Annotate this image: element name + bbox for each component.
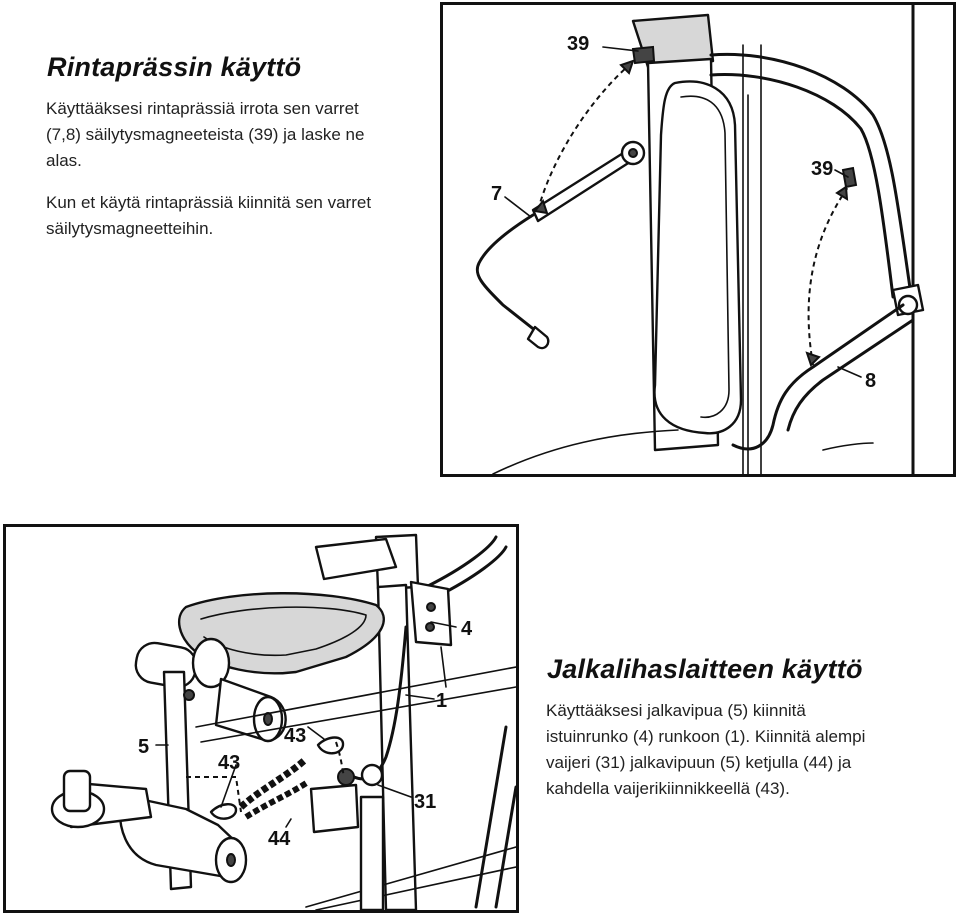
instruction-line: kahdella vaijerikiinnikkeellä (43).: [546, 779, 790, 798]
leg-lever-illustration: 4 1 43 5 43 31 44: [50, 533, 516, 910]
callout-8: 8: [865, 370, 876, 392]
callout-7: 7: [491, 183, 502, 205]
callout-43-left: 43: [218, 752, 240, 774]
left-arm-7: [531, 148, 635, 223]
instruction-line: (7,8) säilytysmagneeteista (39) ja laske…: [46, 125, 365, 144]
cable-clip-43: [209, 803, 238, 820]
callout-39-top: 39: [567, 33, 589, 55]
leg-developer-title: Jalkalihaslaitteen käyttö: [547, 654, 863, 684]
backrest-pad: [653, 80, 743, 435]
chest-press-figure: 39 7 39 8: [440, 2, 956, 477]
callout-39-right: 39: [811, 158, 833, 180]
chest-press-title: Rintaprässin käyttö: [47, 52, 302, 82]
chest-press-storage-note: Kun et käytä rintaprässiä kiinnitä sen v…: [46, 190, 426, 242]
magnet-top: [631, 45, 656, 65]
seat-pad: [177, 592, 385, 675]
callout-43-right: 43: [284, 725, 306, 747]
instruction-line: Kun et käytä rintaprässiä kiinnitä sen v…: [46, 193, 372, 212]
callout-44: 44: [268, 828, 291, 850]
instruction-line: alas.: [46, 151, 82, 170]
instruction-line: vaijeri (31) jalkavipuun (5) ketjulla (4…: [546, 753, 852, 772]
leg-lever-figure: 4 1 43 5 43 31 44: [3, 524, 519, 913]
callout-4: 4: [461, 618, 473, 640]
callout-31: 31: [414, 791, 436, 813]
seat-frame-4: [409, 580, 453, 647]
instruction-line: Käyttääksesi rintaprässiä irrota sen var…: [46, 99, 359, 118]
chest-press-instructions: Käyttääksesi rintaprässiä irrota sen var…: [46, 96, 426, 174]
instruction-line: Käyttääksesi jalkavipua (5) kiinnitä: [546, 701, 806, 720]
callout-5: 5: [138, 736, 149, 758]
chest-press-illustration: 39 7 39 8: [475, 5, 925, 474]
magnet-right: [841, 166, 858, 189]
instruction-line: istuinrunko (4) runkoon (1). Kiinnitä al…: [546, 727, 866, 746]
leg-developer-instructions: Käyttääksesi jalkavipua (5) kiinnitä ist…: [546, 698, 956, 802]
cable-clip-43: [316, 736, 345, 755]
callout-1: 1: [436, 690, 447, 712]
instruction-line: säilytysmagneetteihin.: [46, 219, 214, 238]
